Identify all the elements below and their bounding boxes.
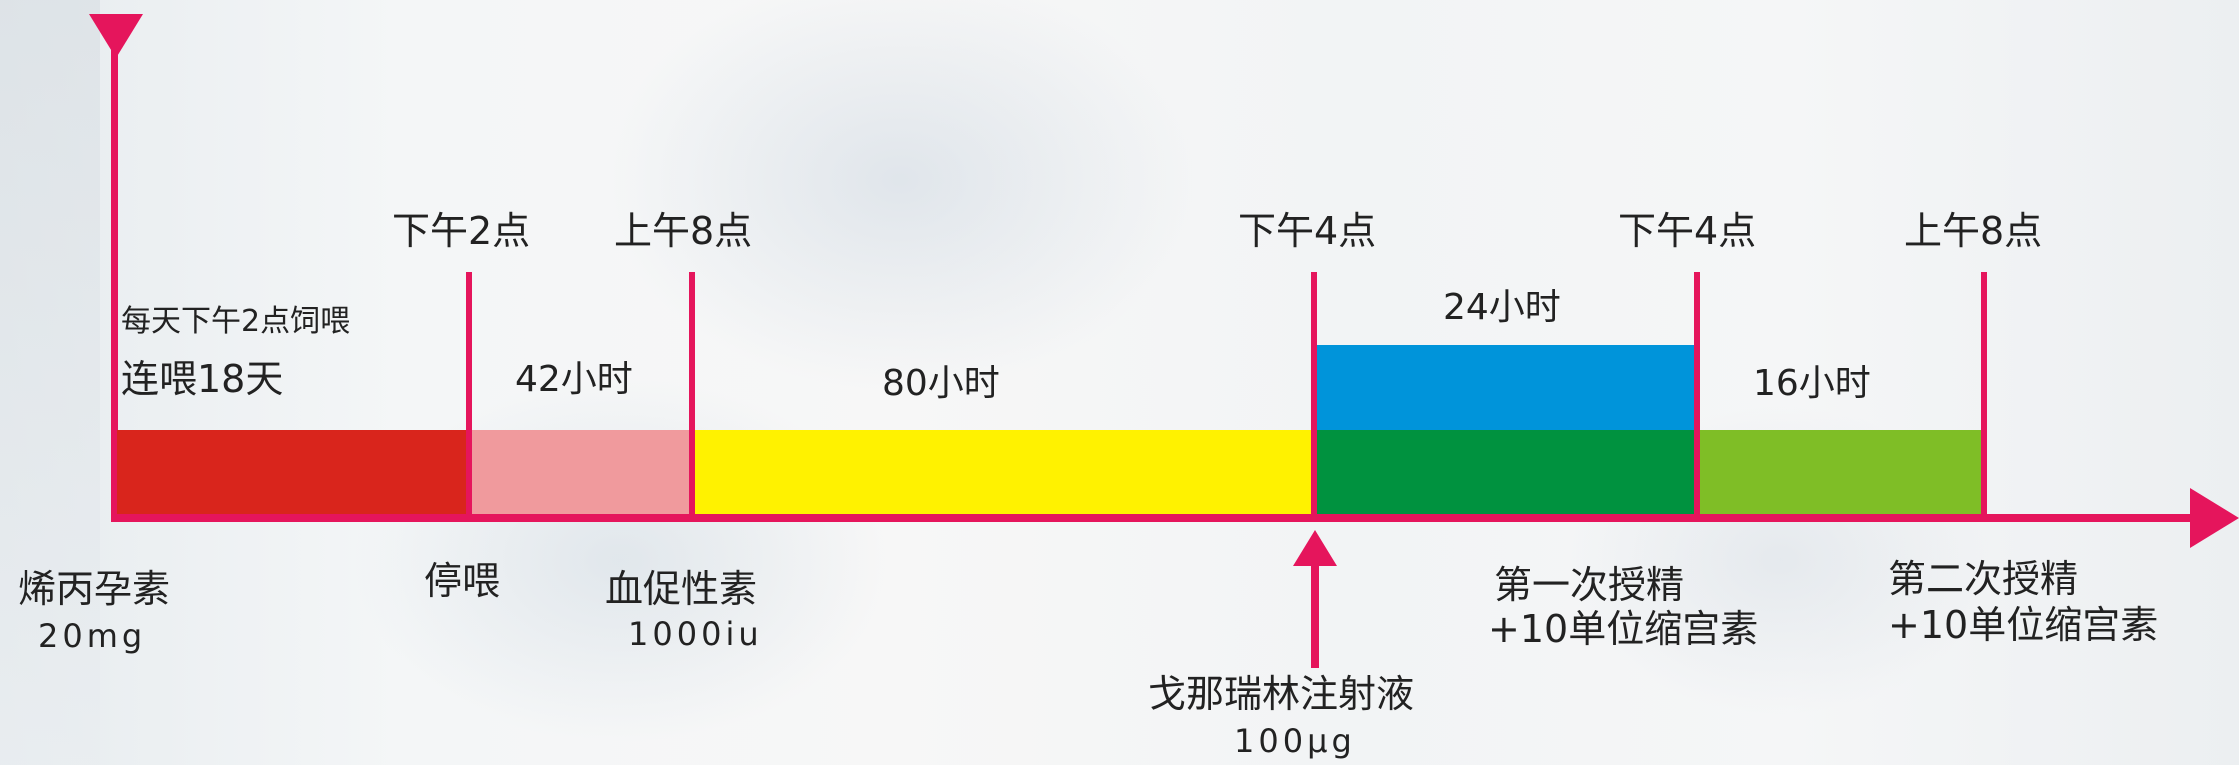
segment-24-hours-top xyxy=(1315,345,1696,430)
divider-5 xyxy=(1981,272,1987,522)
event-label-pmsg: 血促性素 xyxy=(605,567,758,611)
feeding-note-line1: 每天下午2点饲喂 xyxy=(121,304,351,339)
segment-feeding-period xyxy=(117,430,468,520)
event-detail-pmsg: 1000iu xyxy=(628,615,763,653)
start-vertical-line xyxy=(111,40,118,522)
event-detail-second-insemination: +10单位缩宫素 xyxy=(1888,603,2159,647)
feeding-note-line2: 连喂18天 xyxy=(121,357,284,401)
event-detail-first-insemination: +10单位缩宫素 xyxy=(1488,607,1759,651)
duration-label-42h: 42小时 xyxy=(515,359,633,400)
segment-16-hours xyxy=(1699,430,1984,520)
duration-label-80h: 80小时 xyxy=(882,363,1000,404)
duration-label-24h: 24小时 xyxy=(1443,287,1561,328)
segment-24-hours-bottom xyxy=(1315,430,1696,520)
event-detail-gonadorelin: 100μg xyxy=(1234,722,1356,760)
segment-80-hours xyxy=(694,430,1312,520)
event-detail-altrenogest: 20mg xyxy=(38,617,147,655)
axis-arrow-icon xyxy=(2190,488,2239,548)
time-label-5: 上午8点 xyxy=(1904,209,2043,253)
duration-label-16h: 16小时 xyxy=(1753,363,1871,404)
time-label-1: 下午2点 xyxy=(392,209,531,253)
divider-1 xyxy=(466,272,472,522)
event-label-first-insemination: 第一次授精 xyxy=(1494,563,1685,607)
divider-4 xyxy=(1694,272,1700,522)
injection-up-arrow-icon xyxy=(1293,530,1337,668)
segment-42-hours xyxy=(471,430,691,520)
time-label-4: 下午4点 xyxy=(1618,209,1757,253)
time-label-3: 下午4点 xyxy=(1238,209,1377,253)
divider-2 xyxy=(689,272,695,522)
event-label-second-insemination: 第二次授精 xyxy=(1888,557,2079,601)
timeline-axis xyxy=(111,514,2206,522)
event-label-altrenogest: 烯丙孕素 xyxy=(18,567,171,611)
event-label-gonadorelin: 戈那瑞林注射液 xyxy=(1148,672,1415,716)
time-label-2: 上午8点 xyxy=(614,209,753,253)
divider-3 xyxy=(1311,272,1317,522)
event-label-stop-feeding: 停喂 xyxy=(424,559,501,603)
start-triangle-icon xyxy=(89,14,143,58)
